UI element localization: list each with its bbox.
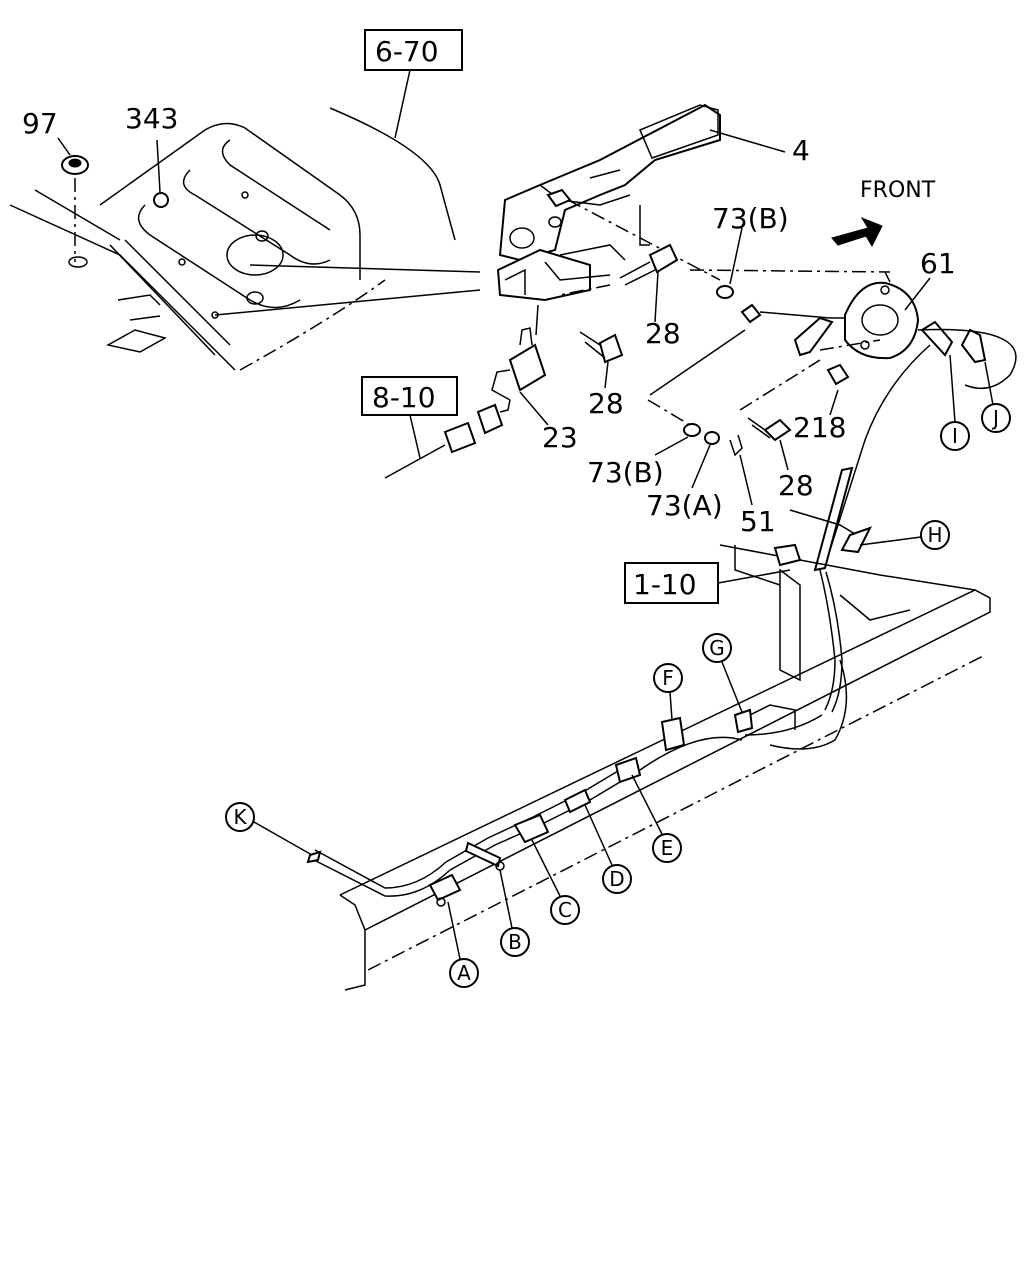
label-97: 97 xyxy=(22,107,58,140)
callout-F: F xyxy=(653,663,683,721)
clamp-D xyxy=(563,788,592,814)
callout-E: E xyxy=(631,774,682,863)
callout-B: B xyxy=(499,869,530,957)
bracket-I xyxy=(920,320,956,423)
label-23: 23 xyxy=(542,421,578,454)
part-labels: 97 343 4 73(B) 61 28 28 218 23 73(B) 73(… xyxy=(22,102,956,538)
callout-J: J xyxy=(981,403,1011,433)
ref-box-1-10: 1-10 xyxy=(624,562,791,604)
callout-D-label: D xyxy=(609,867,624,891)
label-73b-low: 73(B) xyxy=(587,456,664,489)
plug-343 xyxy=(153,139,169,208)
bolt-28-lower xyxy=(739,339,881,442)
bolt-28-middle xyxy=(579,331,624,364)
label-51: 51 xyxy=(740,505,776,538)
label-4: 4 xyxy=(792,134,810,167)
ref-box-6-70-label: 6-70 xyxy=(375,35,439,68)
label-28-c: 28 xyxy=(778,469,814,502)
brake-switch-23 xyxy=(384,304,547,479)
callout-G: G xyxy=(702,633,743,713)
ref-box-6-70: 6-70 xyxy=(364,29,463,139)
clamp-C xyxy=(513,813,550,844)
callout-A: A xyxy=(447,901,479,988)
label-73b-top: 73(B) xyxy=(712,202,789,235)
chassis-frame xyxy=(339,509,991,991)
nut-218 xyxy=(826,363,850,416)
label-218: 218 xyxy=(793,411,846,444)
floor-panel xyxy=(9,107,456,371)
clamp-F xyxy=(660,716,686,752)
bracket-J xyxy=(960,328,994,406)
callout-K: K xyxy=(225,802,313,856)
clip-51 xyxy=(729,434,743,457)
callout-C-label: C xyxy=(558,898,572,922)
washer-73b-low xyxy=(683,423,701,437)
callout-C: C xyxy=(531,839,580,925)
clamp-B xyxy=(464,841,505,871)
label-343: 343 xyxy=(125,102,178,135)
callout-I: I xyxy=(940,421,970,451)
ref-box-8-10: 8-10 xyxy=(361,376,458,459)
ref-box-8-10-label: 8-10 xyxy=(372,381,436,414)
bolt-28-upper xyxy=(559,243,679,296)
callout-H: H xyxy=(859,520,950,550)
callout-B-label: B xyxy=(508,930,522,954)
seal-plate-61 xyxy=(689,269,931,360)
washer-73a xyxy=(704,431,720,445)
clamp-E xyxy=(614,756,642,784)
front-direction-indicator: FRONT xyxy=(831,178,936,248)
callout-K-label: K xyxy=(233,805,247,829)
front-label: FRONT xyxy=(860,178,936,203)
callout-H-label: H xyxy=(927,523,942,547)
label-73a: 73(A) xyxy=(646,489,723,522)
callout-F-label: F xyxy=(662,666,674,690)
callout-I-label: I xyxy=(952,424,958,448)
callout-G-label: G xyxy=(709,636,725,660)
label-28-b: 28 xyxy=(588,387,624,420)
clamp-G xyxy=(733,708,754,734)
callout-E-label: E xyxy=(661,836,674,860)
parking-brake-lever xyxy=(496,103,721,302)
callout-J-label: J xyxy=(991,406,999,430)
bolt-top xyxy=(546,188,721,281)
callout-A-label: A xyxy=(457,961,471,985)
grommet-97 xyxy=(61,155,89,268)
washer-73b-top xyxy=(716,227,743,299)
clamp-A xyxy=(428,873,462,907)
front-arrow-icon xyxy=(831,216,883,248)
ref-box-1-10-label: 1-10 xyxy=(633,568,697,601)
callout-D: D xyxy=(584,804,632,894)
label-61: 61 xyxy=(920,247,956,280)
label-28-a: 28 xyxy=(645,317,681,350)
